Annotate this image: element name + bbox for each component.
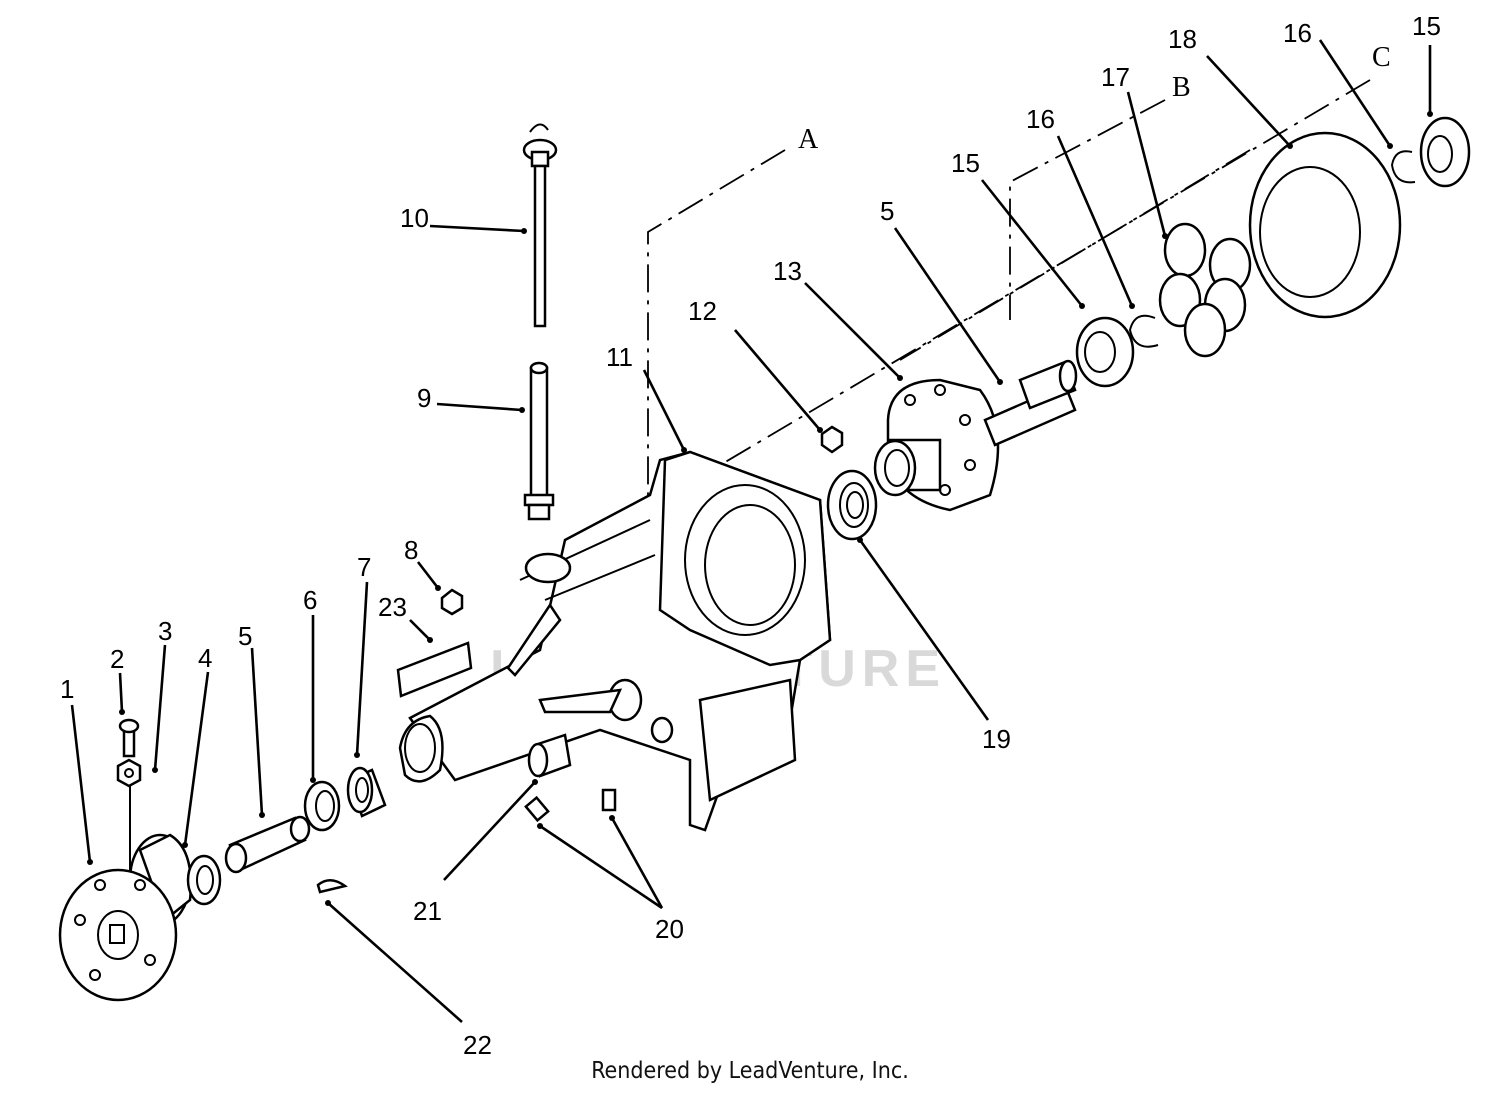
axis-label-c: C bbox=[1372, 42, 1391, 73]
part-sun-gear bbox=[1075, 316, 1135, 388]
callout-20: 20 bbox=[655, 914, 684, 944]
callout-23: 23 bbox=[378, 592, 407, 622]
callout-4: 4 bbox=[198, 643, 212, 673]
axis-label-b: B bbox=[1172, 72, 1191, 103]
part-seal bbox=[303, 780, 341, 832]
callout-16-top: 16 bbox=[1283, 18, 1312, 48]
part-needle-bearing bbox=[346, 766, 387, 818]
callout-12: 12 bbox=[688, 296, 717, 326]
part-set-screws bbox=[524, 788, 617, 823]
callout-22: 22 bbox=[463, 1030, 492, 1060]
part-splined-shaft bbox=[983, 359, 1078, 447]
callout-15-mid: 15 bbox=[951, 148, 980, 178]
callout-1: 1 bbox=[60, 674, 74, 704]
callout-8: 8 bbox=[404, 535, 418, 565]
callout-5-upper: 5 bbox=[880, 196, 894, 226]
part-nut-8 bbox=[440, 588, 464, 616]
callout-15-top: 15 bbox=[1412, 11, 1441, 41]
callout-5-lower: 5 bbox=[238, 621, 252, 651]
axis-label-a: A bbox=[798, 124, 819, 155]
part-washer bbox=[186, 854, 222, 906]
part-snap-ring-top bbox=[1390, 150, 1416, 184]
part-hub-flange bbox=[58, 785, 192, 1002]
part-plug bbox=[527, 733, 572, 778]
callout-3: 3 bbox=[158, 616, 172, 646]
callout-6: 6 bbox=[303, 585, 317, 615]
part-carrier-plate bbox=[873, 378, 1000, 512]
part-shaft bbox=[224, 815, 311, 874]
callout-19: 19 bbox=[982, 724, 1011, 754]
callout-11: 11 bbox=[606, 342, 633, 372]
part-nut-12 bbox=[820, 425, 844, 454]
part-ball-bearing bbox=[826, 469, 878, 541]
part-snap-ring-mid bbox=[1128, 314, 1159, 348]
part-dipstick bbox=[522, 123, 558, 328]
part-decal bbox=[396, 641, 473, 698]
callout-10: 10 bbox=[400, 203, 429, 233]
callout-16-mid: 16 bbox=[1026, 104, 1055, 134]
callout-21: 21 bbox=[413, 896, 442, 926]
callout-17: 17 bbox=[1101, 62, 1130, 92]
callout-18: 18 bbox=[1168, 24, 1197, 54]
part-stud bbox=[523, 361, 555, 521]
callout-2: 2 bbox=[110, 644, 124, 674]
part-planet-gears bbox=[1158, 222, 1252, 358]
part-key bbox=[316, 879, 348, 894]
part-gear-top bbox=[1419, 116, 1471, 188]
footer-credit: Rendered by LeadVenture, Inc. bbox=[591, 1058, 909, 1084]
callout-9: 9 bbox=[417, 383, 431, 413]
part-ring-gear bbox=[1248, 131, 1402, 319]
part-housing bbox=[398, 450, 832, 832]
callout-13: 13 bbox=[773, 256, 802, 286]
part-screw-nut bbox=[116, 718, 142, 788]
leader-lines bbox=[70, 39, 1433, 1023]
callout-7: 7 bbox=[357, 552, 371, 582]
